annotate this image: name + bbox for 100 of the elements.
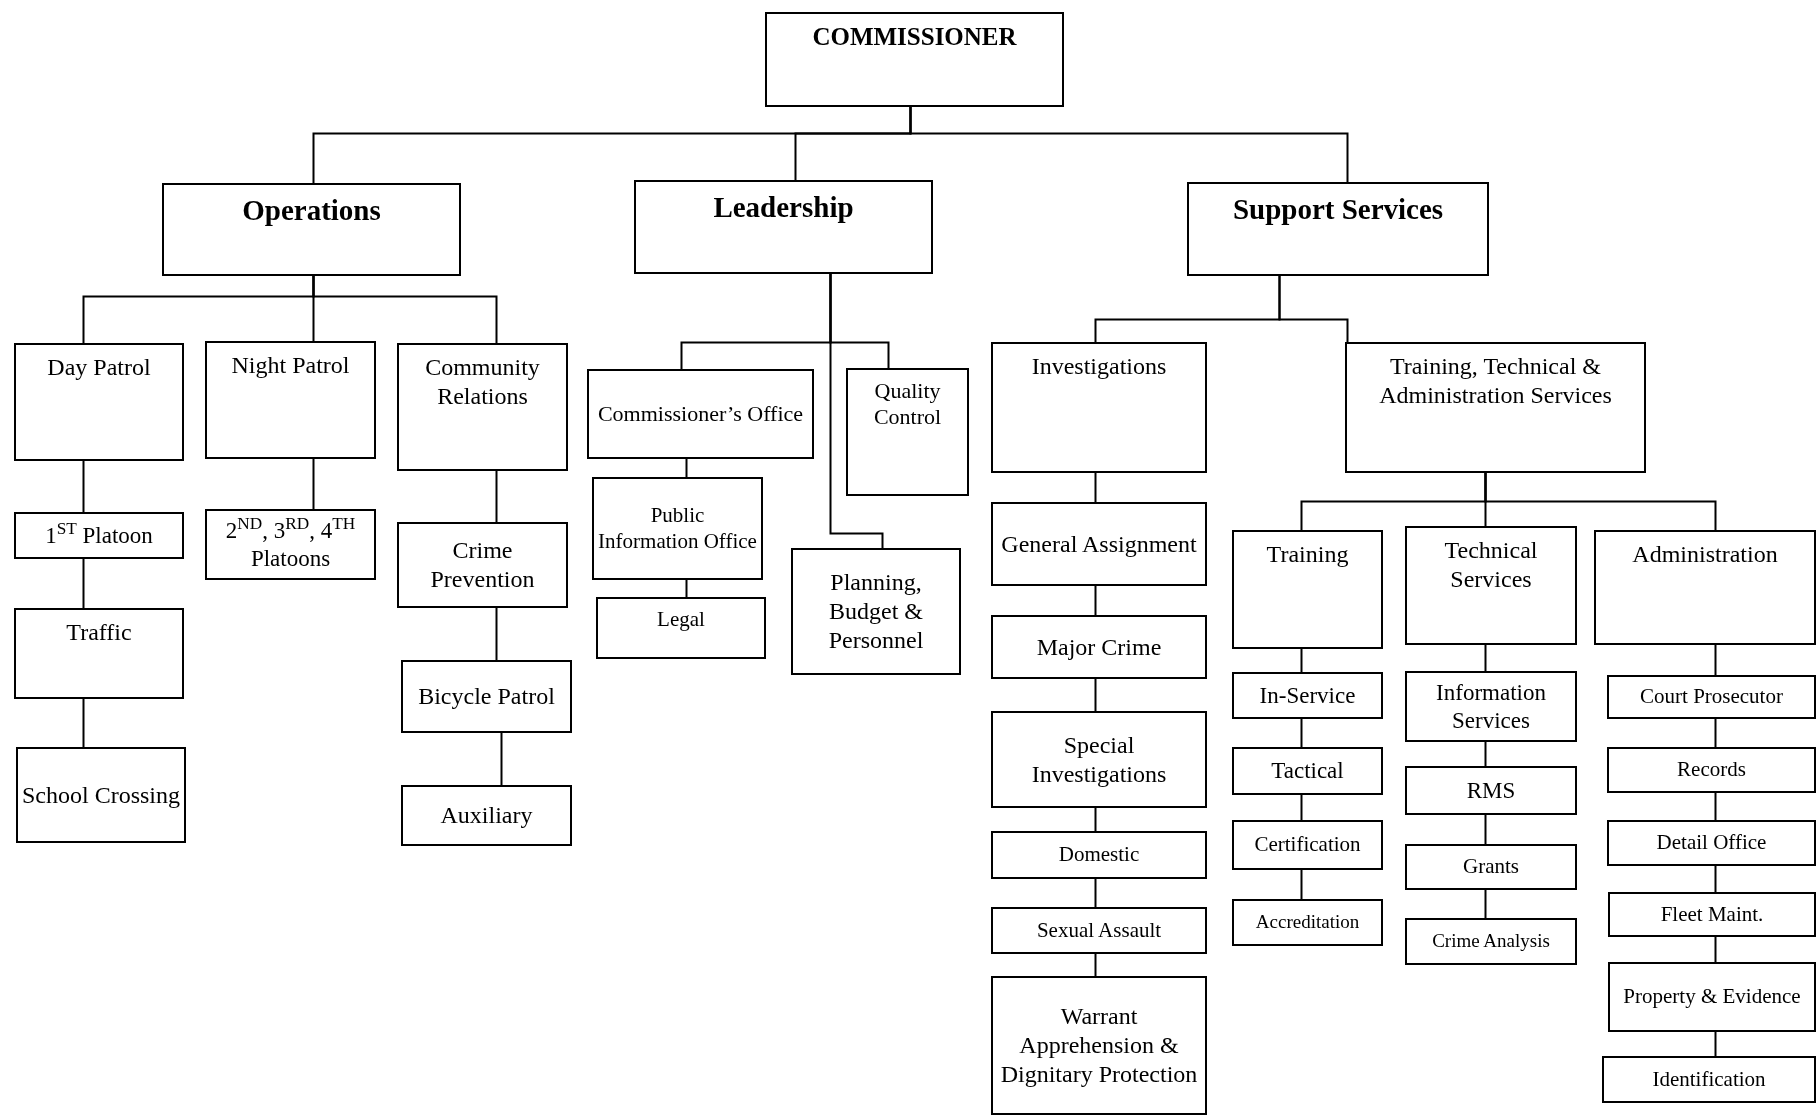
connector-line: [685, 458, 688, 478]
connector-line: [1484, 889, 1487, 919]
org-box: [765, 12, 1064, 107]
unit-name: Day Patrol: [47, 353, 151, 382]
unit-name: Accreditation: [1255, 911, 1360, 934]
unit-name: Crime Prevention: [429, 536, 536, 594]
connector-line: [829, 273, 884, 549]
unit-name: Auxiliary: [440, 801, 533, 830]
org-box: [1405, 671, 1577, 742]
unit-name: Detail Office: [1656, 830, 1767, 856]
connector-line: [1714, 644, 1717, 676]
org-box: [991, 711, 1207, 808]
org-box: [587, 369, 814, 459]
unit-name: Domestic: [1058, 842, 1140, 868]
connector-line: [495, 607, 498, 661]
unit-name: Major Crime: [1036, 632, 1162, 662]
org-box: [1405, 526, 1577, 645]
connector-line: [312, 275, 498, 344]
unit-name: Fleet Maint.: [1660, 901, 1764, 928]
connector-line: [1484, 644, 1487, 672]
unit-name: RMS: [1466, 776, 1516, 805]
unit-name: 1$^{ST}$ Platoon: [45, 521, 153, 550]
unit-name: Administration: [1632, 540, 1778, 569]
connector-line: [82, 698, 85, 748]
org-box: [1607, 820, 1816, 866]
connector-line: [312, 458, 315, 510]
org-box: [991, 831, 1207, 879]
unit-name: Legal: [657, 607, 705, 633]
org-box: [991, 615, 1207, 679]
connector-line: [685, 579, 688, 598]
org-box: [634, 180, 933, 274]
org-box: [791, 548, 961, 675]
unit-name: 2$^{ND}$, 3$^{RD}$, 4$^{TH}$ Platoons: [224, 516, 357, 573]
org-box: [1405, 844, 1577, 890]
org-box: [596, 597, 766, 659]
org-box: [1345, 342, 1646, 473]
unit-name: Property & Evidence: [1623, 984, 1801, 1010]
unit-name: Sexual Assault: [1036, 917, 1162, 944]
connector-line: [82, 558, 85, 609]
connector-line: [1714, 792, 1717, 821]
unit-name: Night Patrol: [231, 351, 350, 380]
connector-line: [909, 106, 1349, 183]
connector-line: [1714, 718, 1717, 748]
org-box: [14, 608, 184, 699]
unit-name: Quality Control: [872, 378, 943, 431]
org-box: [401, 660, 572, 733]
unit-name: Planning, Budget & Personnel: [827, 568, 925, 655]
connector-line: [1094, 472, 1097, 503]
connector-line: [1714, 865, 1717, 893]
unit-name: Special Investigations: [1030, 730, 1168, 789]
unit-name: Bicycle Patrol: [418, 682, 555, 711]
org-box: [991, 342, 1207, 473]
connector-line: [1714, 936, 1717, 963]
connector-line: [1278, 275, 1349, 343]
connector-line: [1300, 794, 1303, 821]
unit-name: Tactical: [1271, 757, 1344, 785]
org-box: [162, 183, 461, 276]
unit-name: Crime Analysis: [1432, 930, 1550, 953]
connector-line: [1094, 678, 1097, 712]
org-box: [397, 522, 568, 608]
org-box: [16, 747, 186, 843]
unit-name: Operations: [242, 193, 381, 228]
unit-name: Court Prosecutor: [1640, 684, 1783, 710]
connector-line: [500, 732, 503, 786]
org-box: [1232, 820, 1383, 870]
connector-line: [1484, 741, 1487, 767]
connector-line: [1300, 718, 1303, 748]
org-box: [1187, 182, 1489, 276]
org-box: [14, 512, 184, 559]
org-box: [1232, 899, 1383, 946]
connector-line: [1094, 953, 1097, 977]
unit-name: Support Services: [1232, 192, 1444, 227]
unit-name: Technical Services: [1443, 536, 1539, 594]
org-box: [1607, 675, 1816, 719]
unit-name: Records: [1677, 757, 1746, 783]
org-box: [205, 509, 376, 580]
unit-name: Public Information Office: [598, 503, 757, 554]
org-box: [1607, 747, 1816, 793]
unit-name: Identification: [1652, 1066, 1766, 1093]
unit-name: Certification: [1254, 832, 1361, 858]
unit-name: Training: [1266, 540, 1349, 569]
org-box: [1232, 747, 1383, 795]
org-box: [1602, 1056, 1816, 1103]
org-box: [1608, 962, 1816, 1032]
connector-line: [1094, 807, 1097, 832]
org-box: [1232, 672, 1383, 719]
org-box: [991, 907, 1207, 954]
org-box: [1594, 530, 1816, 645]
unit-name: Community Relations: [424, 353, 541, 411]
connector-line: [1714, 1031, 1717, 1057]
unit-name: Information Services: [1435, 678, 1547, 735]
connector-line: [495, 470, 498, 523]
connector-line: [1094, 585, 1097, 616]
connector-line: [82, 460, 85, 513]
org-box: [401, 785, 572, 846]
org-box: [1405, 918, 1577, 965]
connector-line: [1484, 814, 1487, 845]
unit-name: School Crossing: [22, 780, 180, 810]
unit-name: Grants: [1463, 854, 1519, 880]
org-box: [991, 502, 1207, 586]
